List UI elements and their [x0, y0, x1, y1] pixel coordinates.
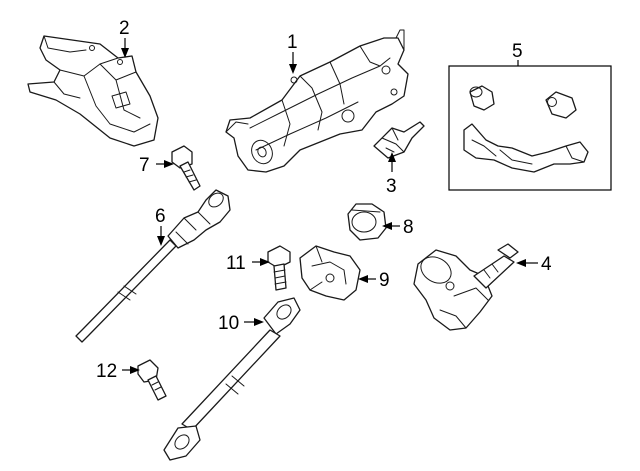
callout-6: 6	[155, 206, 166, 227]
callout-labels: 1 2 3 4 5 6 7 8 9 10 11 12	[96, 18, 552, 382]
part-11-bolt	[267, 245, 291, 291]
part-10-lower-shaft	[163, 297, 301, 461]
callout-3: 3	[386, 176, 397, 197]
callout-8: 8	[403, 217, 414, 238]
part-7-bolt	[171, 145, 201, 191]
part-4-motor	[413, 243, 519, 331]
callout-1: 1	[287, 32, 298, 53]
part-9-bracket	[299, 245, 361, 301]
part-3-sensor	[373, 121, 425, 159]
part-1-steering-column	[225, 29, 409, 173]
callout-12: 12	[96, 361, 117, 382]
callout-11: 11	[226, 253, 246, 274]
callout-leaders	[121, 38, 538, 374]
part-2-column-bracket	[27, 35, 159, 147]
callout-9: 9	[379, 270, 390, 291]
part-12-bolt	[137, 359, 167, 401]
part-8-boot	[347, 203, 387, 241]
callout-2: 2	[119, 18, 130, 39]
part-6-intermediate-shaft	[75, 189, 231, 343]
part-5-key-set	[463, 85, 589, 173]
callout-5: 5	[512, 41, 523, 62]
part-5-box	[448, 65, 612, 191]
callout-4: 4	[541, 254, 552, 275]
callout-7: 7	[139, 155, 150, 176]
callout-10: 10	[218, 313, 239, 334]
